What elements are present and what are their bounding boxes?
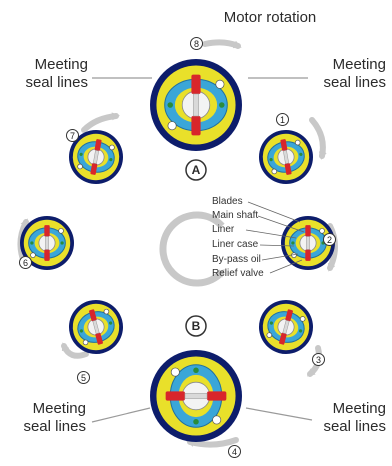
seal-label-line: Meeting [34, 56, 88, 73]
rotation-arrow [186, 437, 239, 448]
seal-label-bottom-left: Meeting seal lines [4, 400, 86, 436]
pump-stage-7 [69, 130, 123, 184]
seal-label-line: seal lines [323, 418, 386, 435]
rotation-arrow [81, 112, 120, 133]
seal-label-top-left: Meeting seal lines [6, 56, 88, 92]
position-badge-1: 1 [276, 113, 289, 126]
position-badge-7: 7 [66, 129, 79, 142]
center-rotation-arrow [159, 211, 225, 287]
seal-label-top-right: Meeting seal lines [304, 56, 386, 92]
position-badge-6: 6 [19, 256, 32, 269]
pump-stage-5 [69, 300, 123, 354]
marker-a [185, 159, 207, 181]
rotation-arrow [327, 223, 338, 272]
seal-label-line: Meeting [332, 56, 386, 73]
pump-stage-bottom [150, 350, 242, 442]
seal-label-line: Meeting [32, 400, 86, 417]
seal-label-line: Meeting [332, 400, 386, 417]
rotation-arrow [309, 117, 327, 160]
seal-label-line: seal lines [25, 74, 88, 91]
callout-relief-valve: Relief valve [212, 268, 264, 279]
position-badge-2: 2 [323, 233, 336, 246]
position-badge-5: 5 [77, 371, 90, 384]
callout-liner-case: Liner case [212, 239, 259, 250]
seal-label-line: seal lines [323, 74, 386, 91]
pump-stage-2 [281, 216, 335, 270]
seal-label-line: seal lines [23, 418, 86, 435]
marker-a-label: A [191, 163, 201, 177]
seal-leader-lines [91, 77, 313, 423]
callout-bypass-oil: By-pass oil [212, 254, 261, 265]
position-badge-4: 4 [228, 445, 241, 458]
pump-stage-top [150, 59, 242, 151]
pump-stage-6 [20, 216, 74, 270]
rotation-arrow [61, 342, 89, 359]
seal-label-bottom-right: Meeting seal lines [304, 400, 386, 436]
position-badge-3: 3 [312, 353, 325, 366]
position-badge-8: 8 [190, 37, 203, 50]
pump-stage-1 [259, 130, 313, 184]
callout-main-shaft: Main shaft [212, 210, 259, 221]
rotation-arrow [202, 39, 242, 49]
callout-liner: Liner [212, 224, 235, 235]
pump-stage-3 [259, 300, 313, 354]
marker-b [185, 315, 207, 337]
callout-blades: Blades [212, 196, 243, 207]
callout-leaders [245, 201, 305, 274]
title: Motor rotation [223, 9, 317, 26]
pump-stages [20, 59, 335, 442]
marker-b-label: B [191, 319, 201, 333]
